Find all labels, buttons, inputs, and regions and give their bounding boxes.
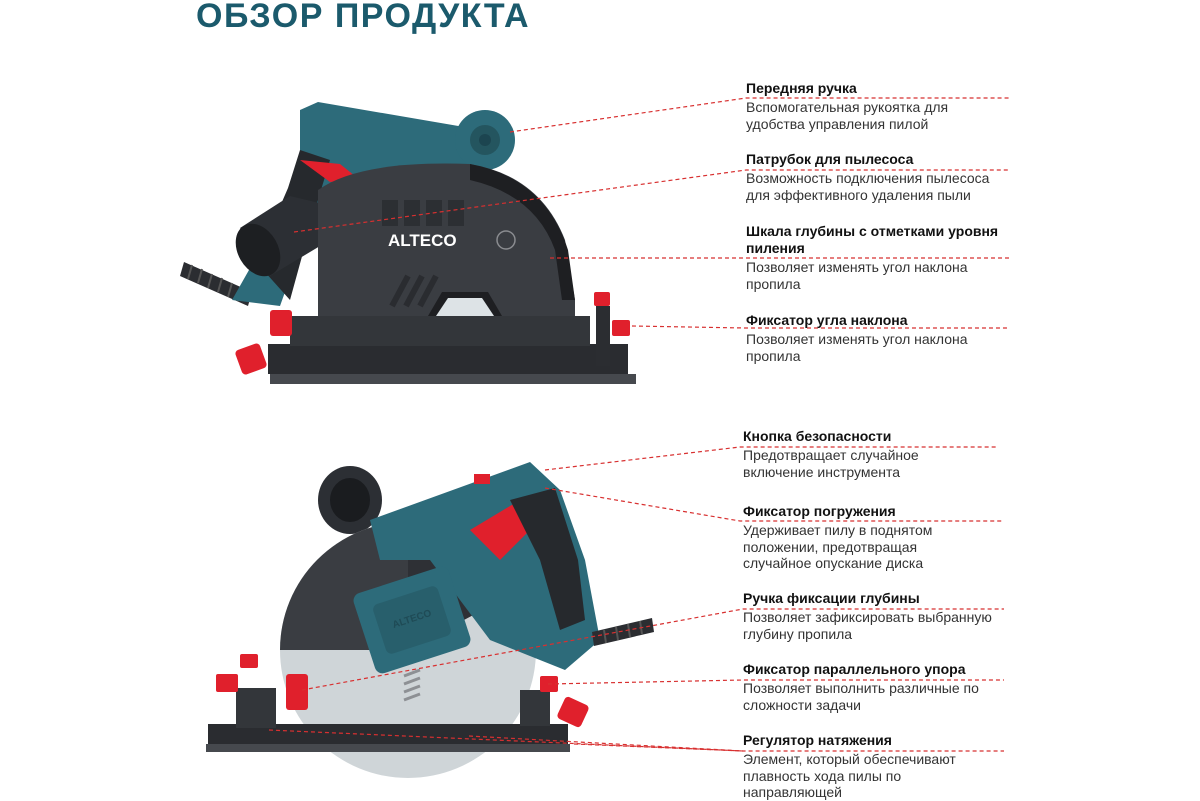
callout-text: Позволяет зафиксировать выбранную глубин… — [743, 609, 992, 642]
callout-text: Удерживает пилу в поднятом положении, пр… — [743, 522, 933, 571]
saw-top-illustration: ALTECO — [180, 102, 636, 384]
callout-text: Возможность подключения пылесоса для эфф… — [746, 170, 990, 203]
callout-text: Вспомогательная рукоятка для удобства уп… — [746, 99, 949, 132]
callout-dust-port: Патрубок для пылесоса Возможность подклю… — [746, 151, 1021, 203]
red-knobs-bottom — [216, 654, 589, 728]
callout-heading: Шкала глубины с отметками уровня пиления — [746, 223, 999, 256]
leader-lines — [268, 97, 1010, 752]
callout-text: Элемент, который обеспечивают плавность … — [743, 751, 956, 800]
callout-front-handle: Передняя ручка Вспомогательная рукоятка … — [746, 80, 1021, 132]
callout-heading: Передняя ручка — [746, 80, 857, 96]
callout-heading: Фиксатор погружения — [743, 503, 896, 519]
callout-heading: Регулятор натяжения — [743, 732, 892, 748]
callout-text: Предотвращает случайное включение инстру… — [743, 447, 919, 480]
base-plate — [268, 344, 628, 374]
callout-depth-lock: Ручка фиксации глубины Позволяет зафикси… — [743, 590, 1018, 642]
callout-text: Позволяет изменять угол наклона пропила — [746, 331, 968, 364]
saw-bottom-illustration: ALTECO — [206, 462, 654, 778]
cable-guard-bottom — [592, 618, 654, 646]
page-title: ОБЗОР ПРОДУКТА — [196, 0, 531, 35]
bevel-lock-knobs — [235, 292, 630, 375]
dust-port — [235, 196, 332, 277]
callout-heading: Патрубок для пылесоса — [746, 151, 914, 167]
callout-heading: Ручка фиксации глубины — [743, 590, 920, 606]
callout-heading: Кнопка безопасности — [743, 428, 892, 444]
callout-safety-button: Кнопка безопасности Предотвращает случай… — [743, 428, 1018, 480]
callout-bevel-lock: Фиксатор угла наклона Позволяет изменять… — [746, 312, 1021, 364]
tension-spring — [403, 668, 421, 702]
callout-heading: Фиксатор параллельного упора — [743, 661, 966, 677]
safety-button — [474, 474, 490, 484]
callout-heading: Фиксатор угла наклона — [746, 312, 908, 328]
brand-logo: ALTECO — [388, 231, 457, 250]
callout-parallel-fence-lock: Фиксатор параллельного упора Позволяет в… — [743, 661, 1018, 713]
callout-plunge-lock: Фиксатор погружения Удерживает пилу в по… — [743, 503, 1018, 572]
callout-text: Позволяет выполнить различные по сложнос… — [743, 680, 979, 713]
callout-depth-scale: Шкала глубины с отметками уровня пиления… — [746, 223, 1021, 292]
callout-tension-adjuster: Регулятор натяжения Элемент, который обе… — [743, 732, 1018, 801]
callout-text: Позволяет изменять угол наклона пропила — [746, 259, 968, 292]
